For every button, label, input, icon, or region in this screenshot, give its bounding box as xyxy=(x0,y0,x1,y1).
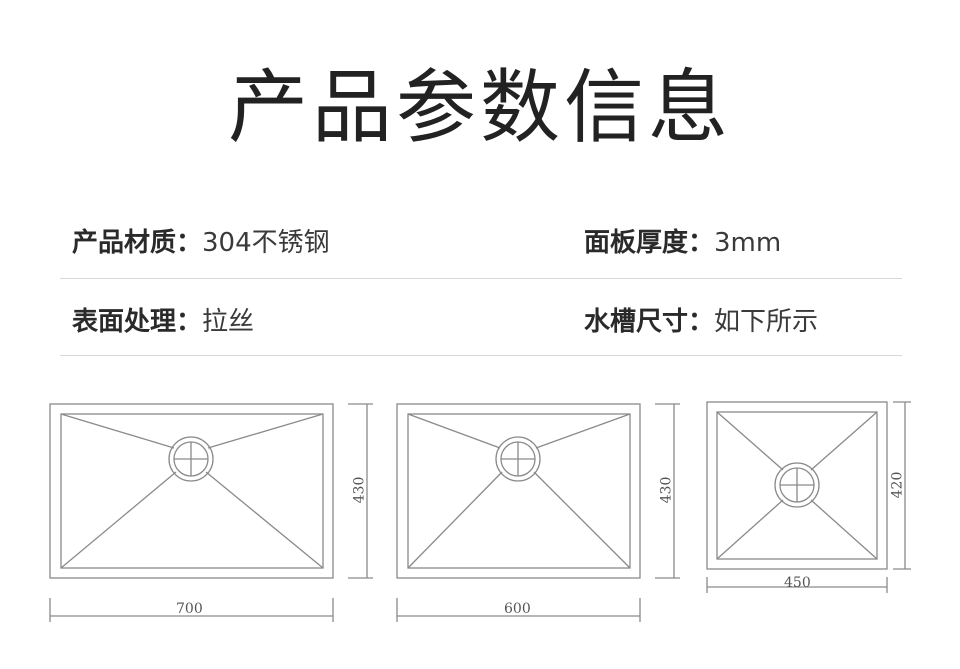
sink-600-width-label: 600 xyxy=(504,601,531,617)
spec-material: 产品材质：304不锈钢 xyxy=(72,226,330,260)
spec-size-label: 水槽尺寸： xyxy=(584,307,715,337)
spec-material-value: 304不锈钢 xyxy=(202,228,330,258)
spec-thickness: 面板厚度：3mm xyxy=(584,226,781,260)
spec-thickness-value: 3mm xyxy=(714,228,782,258)
separator-1 xyxy=(60,278,902,279)
spec-finish: 表面处理：拉丝 xyxy=(72,305,254,339)
sink-450-width-label: 450 xyxy=(784,575,811,591)
spec-size: 水槽尺寸：如下所示 xyxy=(584,305,818,339)
page-title: 产品参数信息 xyxy=(228,61,732,154)
spec-material-label: 产品材质： xyxy=(72,228,203,258)
sink-450-height-label: 420 xyxy=(889,471,906,499)
spec-finish-label: 表面处理： xyxy=(72,307,203,337)
separator-2 xyxy=(60,355,902,356)
spec-size-value: 如下所示 xyxy=(714,307,819,337)
spec-finish-value: 拉丝 xyxy=(202,307,255,337)
spec-thickness-label: 面板厚度： xyxy=(584,228,715,258)
sink-700-width-label: 700 xyxy=(176,601,203,617)
